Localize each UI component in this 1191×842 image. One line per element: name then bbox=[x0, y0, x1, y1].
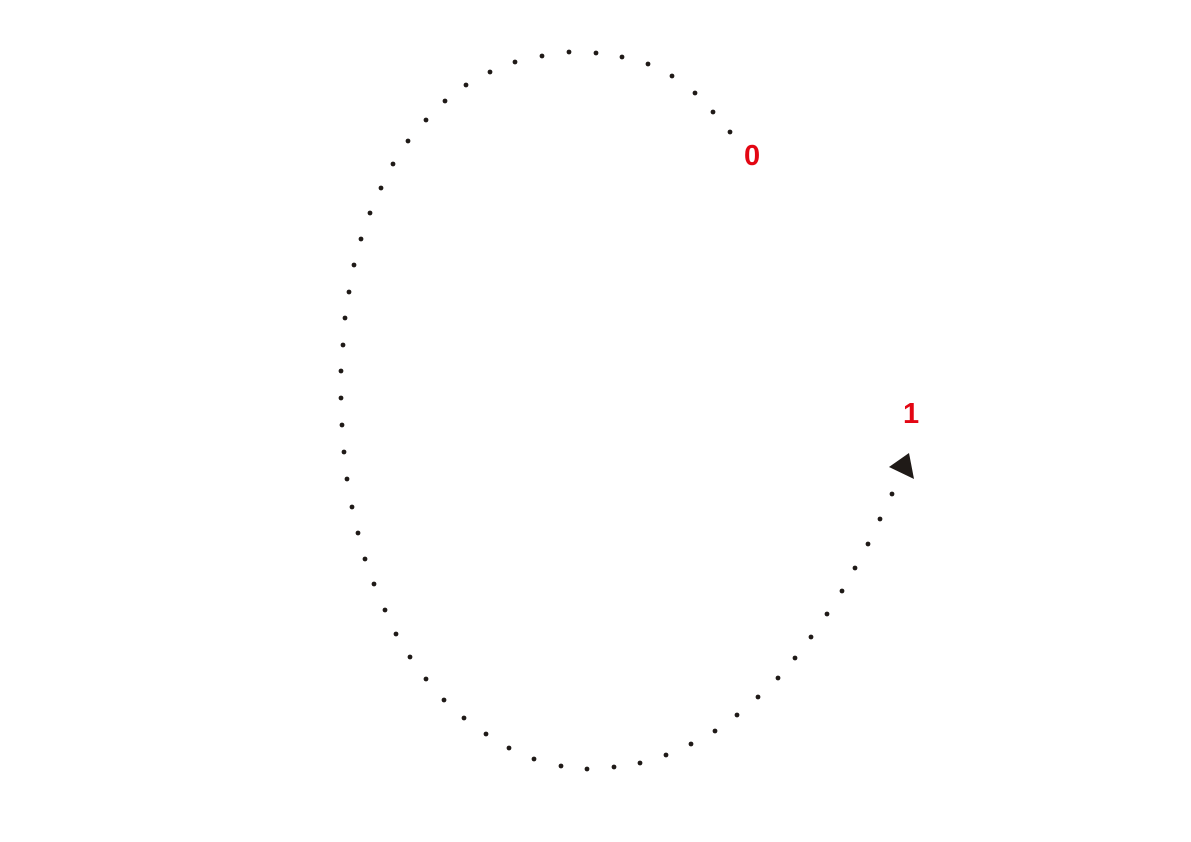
path-dot bbox=[340, 342, 346, 348]
path-dot bbox=[889, 491, 895, 497]
path-dot bbox=[338, 395, 344, 401]
start-point-label: 0 bbox=[744, 140, 760, 172]
path-dot bbox=[531, 756, 537, 762]
path-dot bbox=[669, 73, 675, 79]
path-dot bbox=[619, 54, 625, 60]
path-dot bbox=[506, 745, 512, 751]
path-dot bbox=[824, 611, 830, 617]
path-dot bbox=[593, 50, 599, 56]
path-dot bbox=[423, 676, 429, 682]
path-dot bbox=[355, 530, 361, 536]
end-point-label: 1 bbox=[903, 398, 919, 430]
arrowhead-icon bbox=[889, 453, 914, 479]
path-dot bbox=[688, 741, 694, 747]
path-dot bbox=[407, 654, 413, 660]
path-dot bbox=[865, 541, 871, 547]
path-dot bbox=[346, 289, 352, 295]
path-dot bbox=[727, 129, 733, 135]
path-dot bbox=[487, 69, 493, 75]
path-dot bbox=[584, 766, 590, 772]
path-dot bbox=[566, 49, 572, 55]
path-dot bbox=[378, 185, 384, 191]
path-dot bbox=[611, 764, 617, 770]
path-dot bbox=[351, 262, 357, 268]
path-dot bbox=[512, 59, 518, 65]
path-dot bbox=[339, 422, 345, 428]
path-dot bbox=[349, 504, 355, 510]
path-dot bbox=[405, 138, 411, 144]
path-dot bbox=[461, 715, 467, 721]
path-dot bbox=[338, 368, 344, 374]
path-dot bbox=[852, 565, 858, 571]
path-dot bbox=[558, 763, 564, 769]
path-dot bbox=[775, 675, 781, 681]
path-dot bbox=[637, 760, 643, 766]
path-dot bbox=[441, 697, 447, 703]
path-dot bbox=[367, 210, 373, 216]
path-dot bbox=[734, 712, 740, 718]
path-dot bbox=[692, 90, 698, 96]
path-dot bbox=[382, 607, 388, 613]
path-dot bbox=[712, 728, 718, 734]
path-dot bbox=[710, 109, 716, 115]
dotted-path bbox=[338, 49, 895, 772]
path-dot bbox=[792, 655, 798, 661]
path-dot bbox=[808, 634, 814, 640]
path-dot bbox=[645, 61, 651, 67]
path-dot bbox=[463, 82, 469, 88]
path-dot bbox=[393, 631, 399, 637]
path-dot bbox=[342, 315, 348, 321]
path-dot bbox=[539, 53, 545, 59]
path-dot bbox=[390, 161, 396, 167]
path-dot bbox=[663, 752, 669, 758]
path-dot bbox=[371, 581, 377, 587]
path-dot bbox=[344, 476, 350, 482]
path-dot bbox=[483, 731, 489, 737]
path-dot bbox=[362, 556, 368, 562]
path-dot bbox=[755, 694, 761, 700]
path-dot bbox=[358, 236, 364, 242]
path-dot bbox=[423, 117, 429, 123]
path-dot bbox=[877, 516, 883, 522]
path-dot bbox=[442, 98, 448, 104]
path-dot bbox=[839, 588, 845, 594]
path-dot bbox=[341, 449, 347, 455]
